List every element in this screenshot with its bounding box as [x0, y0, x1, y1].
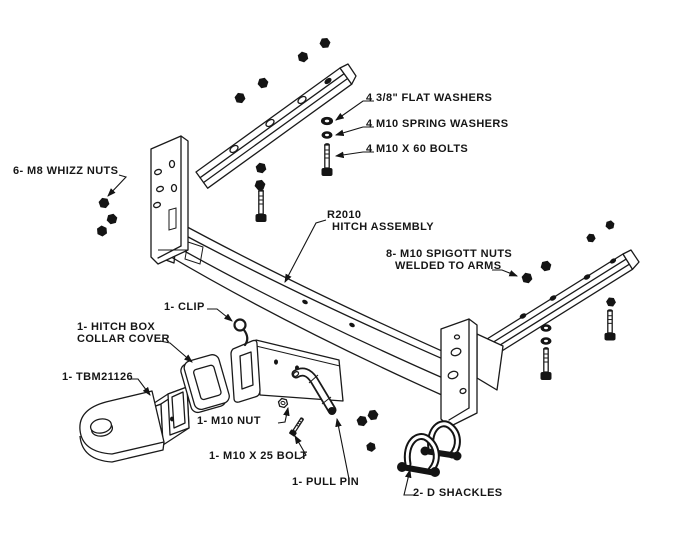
label-m10-nut: 1- M10 NUT: [197, 415, 261, 427]
left-side-arm: [196, 64, 356, 188]
label-collar-line2: COLLAR COVER: [77, 333, 170, 345]
leader-whizz-nuts: [107, 175, 126, 197]
leader-pull-pin: [335, 417, 349, 479]
right-side-arm: [479, 250, 639, 359]
spring-washers: [321, 131, 552, 345]
label-flat-washers: 4 3/8" FLAT WASHERS: [366, 92, 493, 104]
leader-lines: [107, 101, 519, 495]
leader-tbm: [128, 379, 151, 396]
leader-spigot-nuts: [492, 270, 519, 276]
label-pull-pin: 1- PULL PIN: [292, 476, 360, 488]
leader-m10-nut: [278, 406, 290, 423]
leader-collar-cover: [160, 341, 193, 363]
label-spigot-nuts-line1: 8- M10 SPIGOTT NUTS: [386, 248, 513, 260]
leader-m10x60-bolts: [334, 152, 374, 159]
label-spigot-nuts: 8- M10 SPIGOTT NUTS WELDED TO ARMS: [386, 248, 512, 272]
pull-pin: [293, 371, 336, 415]
arm-mount-bracket-right: [441, 319, 503, 427]
label-d-shackles: 2- D SHACKLES: [413, 487, 503, 499]
hitch-box-collar-cover: [179, 353, 232, 414]
label-assembly-name: HITCH ASSEMBLY: [332, 221, 434, 233]
arm-mount-bracket-left: [151, 136, 188, 264]
d-shackles: [397, 424, 462, 477]
label-clip: 1- CLIP: [164, 301, 205, 313]
label-collar-line1: 1- HITCH BOX: [77, 321, 156, 333]
retaining-clip: [235, 320, 248, 346]
leader-d-shackles: [404, 468, 414, 495]
leader-m10x25-bolt: [294, 435, 306, 459]
leader-spring-washers: [334, 127, 374, 136]
label-collar-cover: 1- HITCH BOX COLLAR COVER: [77, 321, 170, 345]
leader-clip: [207, 309, 233, 322]
label-whizz-nuts: 6- M8 WHIZZ NUTS: [13, 165, 119, 177]
label-m10x25-bolt: 1- M10 X 25 BOLT: [209, 450, 308, 462]
m10-nut: [277, 398, 288, 408]
label-spigot-nuts-line2: WELDED TO ARMS: [395, 260, 502, 272]
label-m10x60-bolts: 4 M10 X 60 BOLTS: [366, 143, 469, 155]
tow-ball-mount-tbm21126: [80, 387, 189, 462]
whizz-nuts: [95, 197, 119, 238]
leader-flat-washers: [335, 101, 374, 121]
label-spring-washers: 4 M10 SPRING WASHERS: [366, 118, 509, 130]
m10x25-bolt: [288, 416, 306, 438]
label-hitch-assembly: R2010 HITCH ASSEMBLY: [327, 209, 434, 233]
label-assembly-code: R2010: [327, 209, 362, 221]
label-tbm: 1- TBM21126: [62, 371, 134, 383]
leader-hitch-assembly: [284, 220, 326, 283]
